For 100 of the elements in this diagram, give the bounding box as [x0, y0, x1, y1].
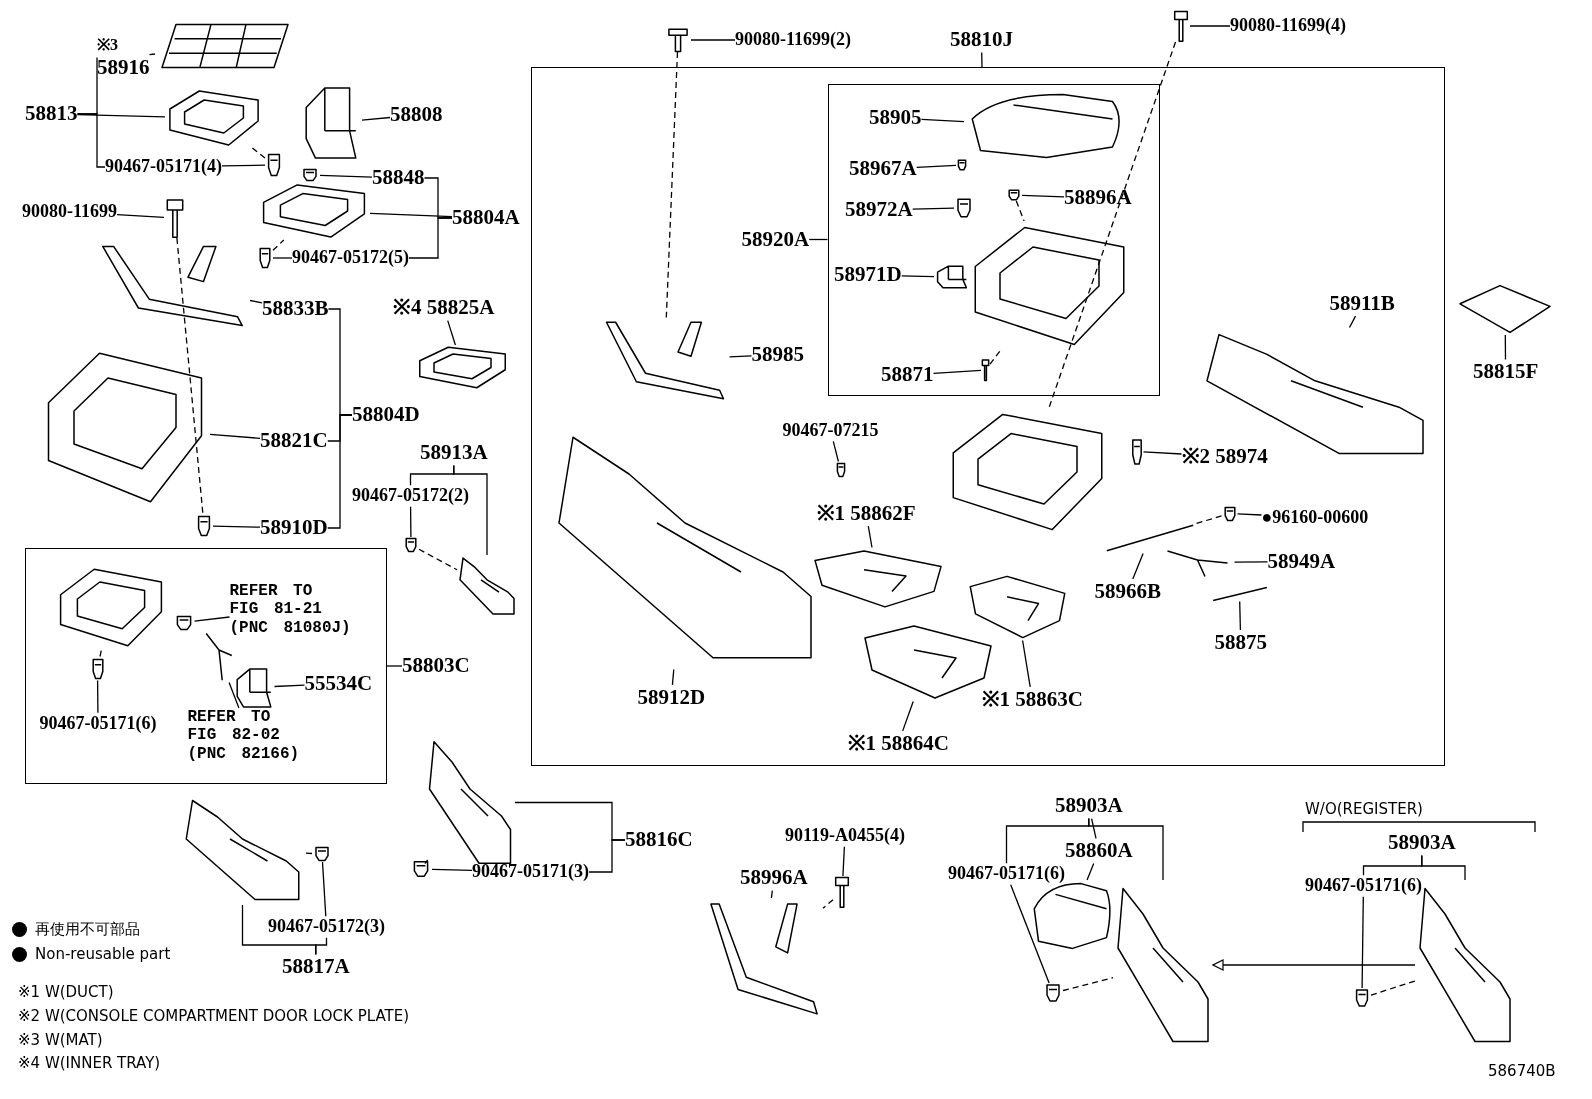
bolt-drawing	[981, 359, 990, 381]
part-number: 58905	[869, 105, 922, 131]
leader-line	[671, 668, 675, 686]
part-number: 90467-05171(3)	[472, 861, 589, 883]
clip-drawing	[257, 246, 273, 270]
leader-line	[99, 648, 103, 658]
part-number: 58911B	[1329, 290, 1395, 317]
part-number: 90080-11699	[22, 201, 117, 223]
clip-drawing	[954, 197, 974, 219]
leader-line	[1233, 561, 1269, 563]
leader-line	[408, 217, 453, 259]
part-number: 90467-05172(3)	[268, 916, 385, 938]
part-number: ※1 58862F	[816, 500, 916, 527]
leader-line	[361, 116, 391, 121]
leader-line	[1048, 41, 1177, 409]
footnote: ※1 W(DUCT)	[18, 983, 114, 1001]
leader-line	[1021, 194, 1065, 198]
part-number: 90119-A0455(4)	[785, 825, 905, 847]
part-number: ※4 58825A	[393, 295, 495, 321]
rod-drawing	[1211, 585, 1268, 602]
clip-drawing	[1221, 505, 1238, 522]
part-number: ※2 58974	[1181, 443, 1268, 470]
leader-line	[902, 700, 914, 732]
legend-text: 再使用不可部品	[35, 920, 140, 939]
leader-line	[1021, 639, 1031, 688]
part-number: ※1 58864C	[847, 730, 949, 757]
bolt-drawing	[665, 28, 691, 52]
clip-drawing	[1006, 189, 1022, 201]
leader-line	[453, 464, 488, 556]
leader-line	[1088, 817, 1164, 881]
clip-drawing	[312, 846, 332, 862]
leader-line	[1090, 817, 1097, 840]
variant-label: W/O(REGISTER)	[1305, 800, 1423, 818]
footnote: ※3 W(MAT)	[18, 1031, 103, 1049]
part-number: 58903A	[1055, 793, 1123, 819]
part-number: 55534C	[304, 670, 373, 697]
leader-line	[1189, 25, 1231, 27]
footnote: ※4 W(INNER TRAY)	[18, 1054, 161, 1072]
panel-drawing	[457, 555, 517, 617]
leader-line	[901, 275, 935, 278]
clip-drawing	[1129, 436, 1144, 467]
part-number: 58985	[751, 341, 804, 368]
leader-line	[148, 53, 156, 56]
leader-line	[1239, 600, 1242, 631]
part-number: 58912D	[637, 684, 706, 711]
reference-note: REFER TO FIG 82-02 (PNC 82166)	[187, 707, 312, 764]
leader-line	[1236, 513, 1263, 516]
leader-line	[221, 164, 266, 167]
clip-drawing	[956, 159, 968, 171]
leader-line	[822, 899, 834, 909]
leader-line	[96, 679, 99, 714]
clip-drawing	[265, 152, 283, 178]
part-number: 58896A	[1064, 185, 1132, 211]
leader-line	[209, 433, 261, 439]
leader-line	[912, 207, 955, 210]
leader-line	[920, 118, 965, 123]
part-number: 90080-11699(4)	[1230, 15, 1346, 37]
part-number: 90080-11699(2)	[735, 29, 851, 51]
leader-line	[116, 214, 165, 219]
leader-line	[808, 238, 829, 241]
leader-line	[304, 852, 313, 855]
part-number: 58910D	[260, 515, 328, 541]
leader-line	[228, 681, 240, 709]
part-number: 58871	[881, 362, 934, 388]
part-number: 90467-07215	[782, 419, 879, 442]
leader-line	[665, 51, 679, 319]
footnote: ※2 W(CONSOLE COMPARTMENT DOOR LOCK PLATE)	[18, 1007, 410, 1025]
part-number: 58903A	[1388, 830, 1456, 856]
part-number: 58808	[390, 102, 443, 128]
leader-line	[424, 859, 429, 865]
leader-line	[770, 889, 773, 899]
leader-line	[193, 616, 231, 622]
leader-line	[1010, 884, 1050, 984]
clip-drawing	[300, 168, 320, 182]
group-frame	[25, 548, 387, 784]
leader-line	[1132, 552, 1144, 580]
leader-line	[315, 937, 328, 956]
part-number: 58821C	[260, 428, 328, 454]
leader-line	[418, 548, 458, 571]
leader-line	[690, 39, 736, 41]
part-number: 90467-05171(6)	[1305, 875, 1422, 897]
part-number: 58833B	[262, 296, 329, 322]
leader-line	[1421, 854, 1466, 881]
leader-line	[1370, 980, 1416, 996]
part-number: 58817A	[282, 954, 350, 980]
leader-line	[176, 237, 204, 515]
drawing-number: 586740B	[1488, 1062, 1556, 1080]
leader-line	[272, 257, 293, 259]
part-number: 58804D	[352, 402, 420, 428]
leader-line	[916, 164, 957, 168]
part-number: ※3 58916	[97, 35, 150, 80]
leader-line	[319, 174, 373, 178]
leader-line	[447, 319, 457, 346]
leader-line	[431, 868, 473, 872]
clip-drawing	[834, 461, 847, 478]
leader-line	[76, 113, 166, 118]
bolt-drawing	[1172, 10, 1190, 42]
leader-line	[1361, 896, 1364, 989]
part-number: 58967A	[849, 156, 917, 182]
leader-line	[842, 846, 846, 877]
